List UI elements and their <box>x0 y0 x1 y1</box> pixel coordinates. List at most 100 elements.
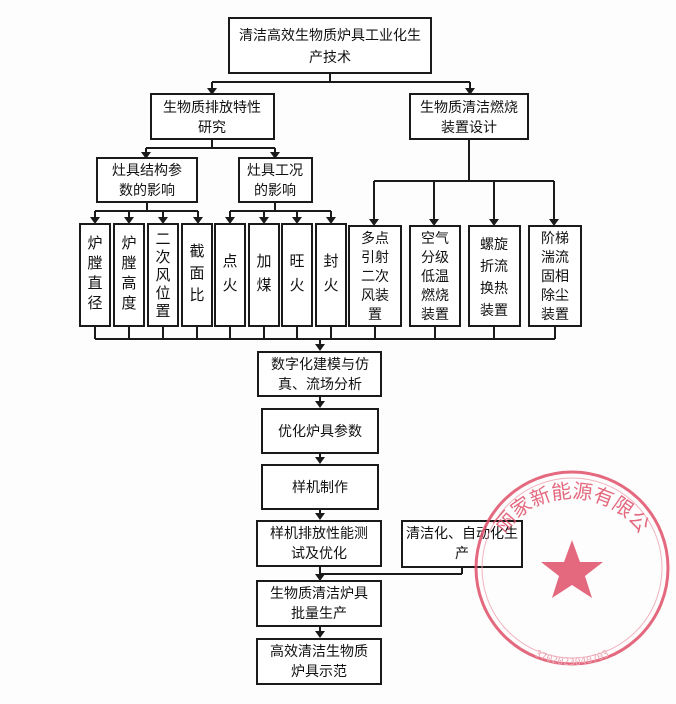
connector-left-subgroups <box>141 139 280 159</box>
svg-text:炉: 炉 <box>87 235 102 252</box>
svg-text:螺旋: 螺旋 <box>480 236 508 252</box>
svg-text:高: 高 <box>121 275 136 292</box>
svg-text:燃烧: 燃烧 <box>421 287 449 303</box>
connector-title-branches <box>207 73 475 95</box>
title-line-1: 清洁高效生物质炉具工业化生 <box>239 27 421 43</box>
flow-step-mass-production: 生物质清洁炉具 批量生产 <box>256 580 382 627</box>
svg-text:真、流场分析: 真、流场分析 <box>278 376 362 392</box>
svg-text:产: 产 <box>455 545 469 561</box>
svg-text:阶梯: 阶梯 <box>541 230 569 246</box>
svg-text:面: 面 <box>189 265 204 282</box>
svg-text:点: 点 <box>222 253 237 270</box>
subgroup-structure-line-1: 灶具结构参 <box>112 162 182 178</box>
flow-step-demonstration: 高效清洁生物质 炉具示范 <box>256 638 382 685</box>
svg-text:二: 二 <box>155 231 170 248</box>
connector-right-devices <box>369 139 559 226</box>
svg-text:引射: 引射 <box>361 249 389 265</box>
svg-text:火: 火 <box>323 277 338 294</box>
svg-text:空气: 空气 <box>421 230 449 246</box>
branch-right-line-1: 生物质清洁燃烧 <box>420 99 518 115</box>
branch-combustion-device-box: 生物质清洁燃烧 装置设计 <box>409 93 529 140</box>
svg-text:换热: 换热 <box>480 280 508 296</box>
connector-step-5-6 <box>315 626 325 638</box>
svg-text:置: 置 <box>155 303 170 320</box>
condition-item-add-coal: 加 煤 <box>248 223 280 327</box>
title-line-2: 产技术 <box>309 49 351 65</box>
svg-text:装置: 装置 <box>421 306 449 322</box>
svg-text:生物质清洁炉具: 生物质清洁炉具 <box>270 585 368 601</box>
svg-text:多点: 多点 <box>361 230 389 246</box>
svg-text:度: 度 <box>121 295 136 312</box>
svg-text:次: 次 <box>155 249 170 266</box>
svg-text:截: 截 <box>189 243 204 260</box>
device-item-spiral-heat-exchanger: 螺旋 折流 换热 装置 <box>468 225 521 327</box>
subgroup-structure-box: 灶具结构参 数的影响 <box>96 157 198 203</box>
subgroup-condition-line-1: 灶具工况 <box>247 162 303 178</box>
connector-step-1-2 <box>315 396 325 408</box>
svg-text:湍流: 湍流 <box>541 249 569 265</box>
seal-company-name: 丽家新能源有限公 <box>489 479 654 537</box>
svg-text:炉具示范: 炉具示范 <box>291 663 347 679</box>
seal-star-icon <box>541 540 603 598</box>
svg-text:比: 比 <box>189 287 204 304</box>
company-seal: 丽家新能源有限公 3702023040703 <box>474 470 670 669</box>
seal-number: 3702023040703 <box>533 649 611 669</box>
svg-text:低温: 低温 <box>421 268 449 284</box>
svg-text:样机排放性能测: 样机排放性能测 <box>270 525 368 541</box>
flow-step-modeling: 数字化建模与仿 真、流场分析 <box>257 351 382 397</box>
svg-text:加: 加 <box>256 253 271 270</box>
svg-text:风装: 风装 <box>361 287 389 303</box>
svg-text:位: 位 <box>155 285 170 302</box>
svg-text:清洁化、自动化生: 清洁化、自动化生 <box>406 525 518 541</box>
svg-text:封: 封 <box>323 253 338 270</box>
flow-step-emission-testing: 样机排放性能测 试及优化 <box>256 520 382 567</box>
title-box: 清洁高效生物质炉具工业化生 产技术 <box>228 17 432 74</box>
svg-text:二次: 二次 <box>361 268 389 284</box>
svg-text:高效清洁生物质: 高效清洁生物质 <box>270 643 368 659</box>
device-item-stepped-dust-removal: 阶梯 湍流 固相 除尘 装置 <box>528 225 582 327</box>
branch-left-line-1: 生物质排放特性 <box>163 99 261 115</box>
svg-text:试及优化: 试及优化 <box>291 545 347 561</box>
svg-text:火: 火 <box>289 277 304 294</box>
condition-item-bank-fire: 封 火 <box>315 223 347 327</box>
svg-text:装置: 装置 <box>541 306 569 322</box>
connector-structure-items <box>90 202 203 224</box>
flow-step-prototype: 样机制作 <box>261 464 379 510</box>
condition-item-strong-fire: 旺 火 <box>281 223 313 327</box>
subgroup-condition-box: 灶具工况 的影响 <box>238 157 313 203</box>
svg-text:固相: 固相 <box>541 268 569 284</box>
subgroup-condition-line-2: 的影响 <box>254 182 296 198</box>
structure-item-section-ratio: 截 面 比 <box>181 223 213 327</box>
svg-text:膛: 膛 <box>87 255 102 272</box>
subgroup-structure-line-2: 数的影响 <box>119 182 175 198</box>
flow-step-optimize-parameters: 优化炉具参数 <box>261 408 379 454</box>
svg-text:优化炉具参数: 优化炉具参数 <box>278 423 362 439</box>
svg-text:径: 径 <box>87 295 102 312</box>
structure-item-secondary-air-position: 二 次 风 位 置 <box>147 223 179 327</box>
branch-right-line-2: 装置设计 <box>441 119 497 135</box>
device-item-air-staging: 空气 分级 低温 燃烧 装置 <box>409 225 461 327</box>
svg-text:膛: 膛 <box>121 255 136 272</box>
side-box-clean-automated-production: 清洁化、自动化生 产 <box>401 520 523 568</box>
branch-left-line-2: 研究 <box>198 119 226 135</box>
svg-text:火: 火 <box>222 277 237 294</box>
condition-item-ignition: 点 火 <box>214 223 246 327</box>
svg-text:炉: 炉 <box>121 235 136 252</box>
svg-text:分级: 分级 <box>421 249 449 265</box>
structure-item-furnace-height: 炉 膛 高 度 <box>113 223 145 327</box>
svg-text:数字化建模与仿: 数字化建模与仿 <box>271 356 369 372</box>
connector-step-3-4 <box>315 509 325 520</box>
svg-text:旺: 旺 <box>289 253 304 270</box>
svg-text:样机制作: 样机制作 <box>292 479 348 495</box>
svg-text:除尘: 除尘 <box>541 287 569 303</box>
svg-text:煤: 煤 <box>256 277 271 294</box>
device-item-multi-point-ejector: 多点 引射 二次 风装 置 <box>348 225 402 327</box>
svg-text:直: 直 <box>87 275 102 292</box>
svg-text:折流: 折流 <box>480 258 508 274</box>
connector-side-to-mass-production <box>320 567 463 575</box>
structure-item-furnace-diameter: 炉 膛 直 径 <box>79 223 111 327</box>
branch-emission-study-box: 生物质排放特性 研究 <box>150 93 275 140</box>
svg-text:装置: 装置 <box>480 302 508 318</box>
